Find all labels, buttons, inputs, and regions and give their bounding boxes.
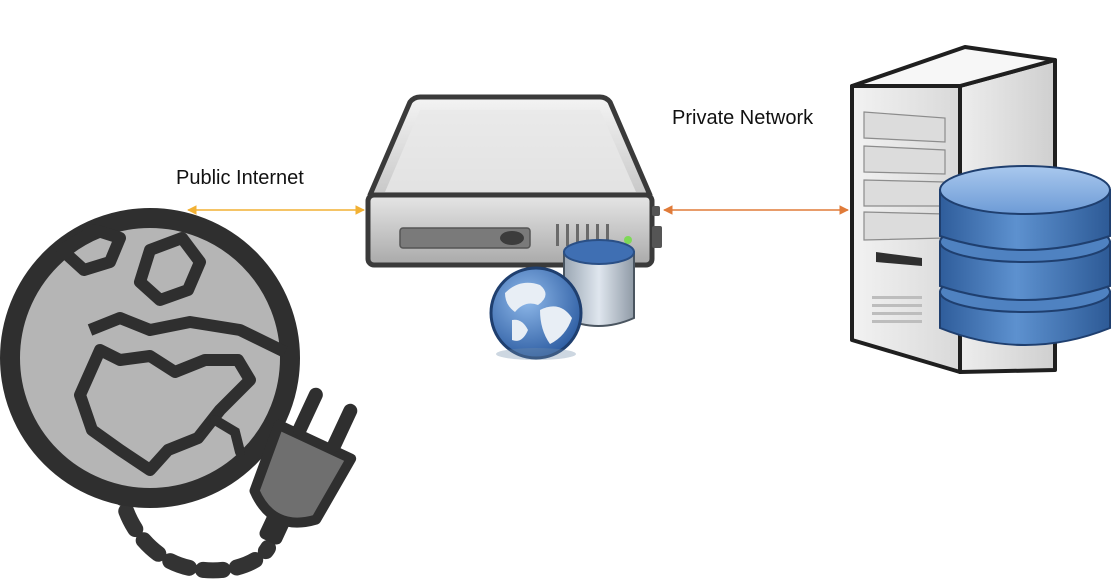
web-globe-icon	[489, 266, 583, 360]
public-internet-label: Public Internet	[176, 167, 304, 189]
web-server-icon	[365, 94, 662, 268]
database-cylinder-icon	[939, 165, 1111, 346]
globe-plug-icon	[0, 208, 358, 579]
private-network-label: Private Network	[672, 107, 814, 129]
